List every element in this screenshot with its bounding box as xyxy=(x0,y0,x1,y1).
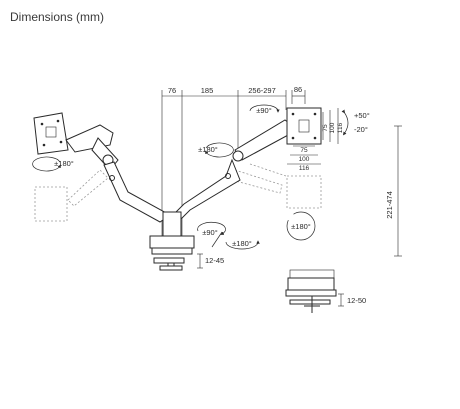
left-arm xyxy=(65,124,171,223)
rotation-separator xyxy=(211,231,223,248)
vesa-100-vertical-label: 100 xyxy=(329,122,336,133)
grommet-range-label: 12-50 xyxy=(347,296,366,305)
clamp-dim-lines xyxy=(197,253,203,269)
rotation-base-left: ±90° xyxy=(197,221,226,237)
left-clamp xyxy=(153,257,185,271)
svg-text:±180°: ±180° xyxy=(291,222,311,231)
ghost-left-monitor xyxy=(34,169,109,222)
center-pole xyxy=(149,211,195,255)
tilt-down-label: -20° xyxy=(354,125,368,134)
rotation-base-right: ±180° xyxy=(225,239,260,250)
tilt-indicator xyxy=(341,109,349,136)
svg-text:±180°: ±180° xyxy=(232,239,252,248)
vesa-116-vertical-label: 116 xyxy=(337,122,344,133)
right-arm xyxy=(171,119,294,223)
dim-86-label: 86 xyxy=(294,85,302,94)
vesa-75-vertical-label: 75 xyxy=(322,124,329,132)
height-range-label: 221-474 xyxy=(385,191,394,219)
grommet-mount xyxy=(285,269,337,313)
vesa-116-label: 116 xyxy=(299,165,310,172)
dim-76-label: 76 xyxy=(168,86,176,95)
rotation-swivel-top: ±90° xyxy=(249,104,280,115)
height-dim-line xyxy=(394,125,402,257)
page-title: Dimensions (mm) xyxy=(10,10,105,24)
rotation-screen: ±180° xyxy=(286,211,316,241)
dim-256-297-label: 256-297 xyxy=(248,86,276,95)
tilt-up-label: +50° xyxy=(354,111,370,120)
vesa-75-label: 75 xyxy=(300,147,308,154)
dim-185-label: 185 xyxy=(201,86,214,95)
svg-text:±90°: ±90° xyxy=(256,106,271,115)
svg-text:±180°: ±180° xyxy=(54,159,74,168)
right-vesa-plate xyxy=(286,107,322,145)
grommet-dim-lines xyxy=(338,293,344,307)
vesa-100-label: 100 xyxy=(299,156,310,163)
vesa-dim-lines xyxy=(287,108,339,165)
rotation-arm-left: ±180° xyxy=(32,156,74,172)
rotation-arm-right: ±180° xyxy=(198,142,234,158)
svg-text:±90°: ±90° xyxy=(202,228,217,237)
left-vesa-plate xyxy=(33,112,69,155)
svg-text:±180°: ±180° xyxy=(198,145,218,154)
ghost-right-monitor xyxy=(231,163,322,209)
clamp-range-label: 12-45 xyxy=(205,256,224,265)
